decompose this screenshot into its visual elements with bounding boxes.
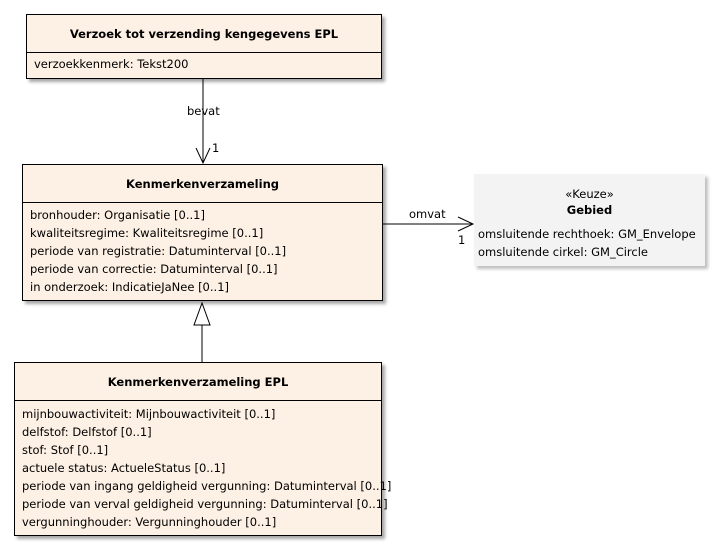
- attribute: periode van registratie: Datuminterval […: [30, 244, 287, 258]
- attribute: verzoekkenmerk: Tekst200: [34, 57, 189, 71]
- attribute: actuele status: ActueleStatus [0..1]: [22, 461, 226, 475]
- generalization-arrow: [193, 301, 211, 362]
- attribute: bronhouder: Organisatie [0..1]: [30, 208, 205, 222]
- class-kenmerkenverzameling[interactable]: Kenmerkenverzameling bronhouder: Organis…: [22, 164, 383, 301]
- attribute: delfstof: Delfstof [0..1]: [22, 425, 152, 439]
- class-kenmerkenverzameling-epl-attributes: mijnbouwactiviteit: Mijnbouwactiviteit […: [15, 401, 392, 531]
- attribute: periode van correctie: Datuminterval [0.…: [30, 262, 278, 276]
- attribute: mijnbouwactiviteit: Mijnbouwactiviteit […: [22, 407, 276, 421]
- class-verzoek-name: Verzoek tot verzending kengegevens EPL: [27, 15, 381, 53]
- attribute: omsluitende cirkel: GM_Circle: [478, 245, 648, 259]
- class-gebied[interactable]: «Keuze» Gebied omsluitende rechthoek: GM…: [474, 174, 705, 266]
- association-bevat-label: bevat: [187, 104, 220, 118]
- attribute: vergunninghouder: Vergunninghouder [0..1…: [22, 515, 277, 529]
- class-kenmerkenverzameling-name: Kenmerkenverzameling: [23, 165, 382, 203]
- attribute: kwaliteitsregime: Kwaliteitsregime [0..1…: [30, 226, 264, 240]
- attribute: omsluitende rechthoek: GM_Envelope: [478, 227, 696, 241]
- association-omvat-multiplicity: 1: [458, 233, 466, 247]
- attribute: periode van ingang geldigheid vergunning…: [22, 479, 392, 493]
- class-kenmerkenverzameling-attributes: bronhouder: Organisatie [0..1] kwaliteit…: [23, 203, 382, 296]
- class-verzoek[interactable]: Verzoek tot verzending kengegevens EPL v…: [26, 14, 382, 79]
- association-bevat-multiplicity: 1: [212, 141, 220, 155]
- attribute: stof: Stof [0..1]: [22, 443, 109, 457]
- class-gebied-stereotype: «Keuze»: [565, 186, 614, 201]
- attribute: periode van verval geldigheid vergunning…: [22, 497, 388, 511]
- attribute: in onderzoek: IndicatieJaNee [0..1]: [30, 280, 229, 294]
- association-omvat-label: omvat: [409, 207, 446, 221]
- class-kenmerkenverzameling-epl[interactable]: Kenmerkenverzameling EPL mijnbouwactivit…: [14, 362, 392, 536]
- class-gebied-header: «Keuze» Gebied: [475, 175, 704, 225]
- class-gebied-attributes: omsluitende rechthoek: GM_Envelope omslu…: [475, 225, 704, 261]
- class-gebied-name: Gebied: [566, 202, 613, 217]
- association-omvat: [383, 216, 475, 232]
- class-verzoek-attributes: verzoekkenmerk: Tekst200: [27, 53, 381, 73]
- association-bevat: [195, 79, 211, 165]
- class-kenmerkenverzameling-epl-name: Kenmerkenverzameling EPL: [15, 363, 381, 401]
